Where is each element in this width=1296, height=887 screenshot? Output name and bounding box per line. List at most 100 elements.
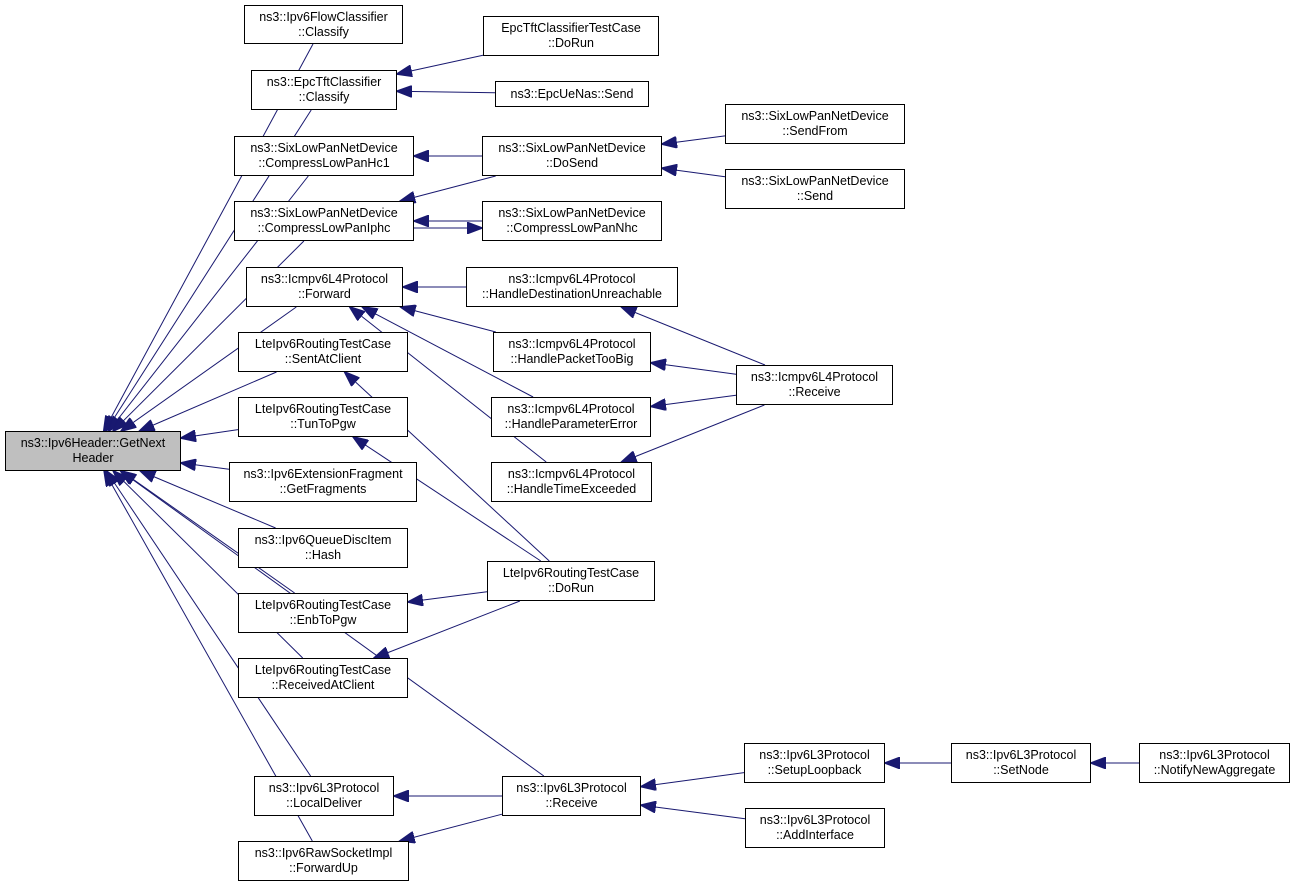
edge-sixlowpan_send-to-sixlowpan_dosend	[662, 168, 726, 178]
node-icmpv6l4protocol-handletimeexceeded[interactable]: ns3::Icmpv6L4Protocol ::HandleTimeExceed…	[491, 462, 652, 502]
node-label-line-2: ::DoRun	[548, 581, 594, 595]
node-icmpv6l4protocol-handledestinationunreachable[interactable]: ns3::Icmpv6L4Protocol ::HandleDestinatio…	[466, 267, 678, 307]
node-sixlowpan-compresslowpannhc[interactable]: ns3::SixLowPanNetDevice ::CompressLowPan…	[482, 201, 662, 241]
node-sixlowpan-sendfrom[interactable]: ns3::SixLowPanNetDevice ::SendFrom	[725, 104, 905, 144]
node-lteipv6routingtestcase-dorun[interactable]: LteIpv6RoutingTestCase ::DoRun	[487, 561, 655, 601]
node-label-line-1: ns3::Ipv6L3Protocol	[759, 813, 871, 827]
node-lteipv6routing-tuntopgw[interactable]: LteIpv6RoutingTestCase ::TunToPgw	[238, 397, 408, 437]
node-label-line-1: ns3::SixLowPanNetDevice	[741, 174, 889, 188]
node-label-line-1: ns3::EpcUeNas::Send	[510, 86, 634, 101]
node-sixlowpan-dosend[interactable]: ns3::SixLowPanNetDevice ::DoSend	[482, 136, 662, 176]
node-label-line-2: ::HandleTimeExceeded	[506, 482, 637, 496]
node-label-line-2: ::EnbToPgw	[289, 613, 357, 627]
node-label-line-2: ::AddInterface	[776, 828, 854, 842]
node-label-line-1: ns3::Ipv6L3Protocol	[268, 781, 380, 795]
node-ipv6l3protocol-setuploopback[interactable]: ns3::Ipv6L3Protocol ::SetupLoopback	[744, 743, 885, 783]
node-label-line-2: ::HandlePacketTooBig	[510, 352, 634, 366]
node-label-line-2: ::ReceivedAtClient	[271, 678, 375, 692]
node-label-line-2: ::Hash	[304, 548, 342, 562]
node-label-line-1: ns3::Icmpv6L4Protocol	[507, 402, 635, 416]
node-label-line-1: ns3::Ipv6L3Protocol	[759, 748, 870, 762]
node-label-line-2: ::CompressLowPanNhc	[506, 221, 638, 235]
node-label-line-1: ns3::Icmpv6L4Protocol	[750, 370, 879, 384]
node-ipv6rawsocketimpl-forwardup[interactable]: ns3::Ipv6RawSocketImpl ::ForwardUp	[238, 841, 409, 881]
node-label-line-1: ns3::Icmpv6L4Protocol	[508, 337, 636, 351]
node-sixlowpan-compresslowpanhc1[interactable]: ns3::SixLowPanNetDevice ::CompressLowPan…	[234, 136, 414, 176]
node-label-line-1: ns3::SixLowPanNetDevice	[741, 109, 889, 123]
node-label-line-2: ::ForwardUp	[289, 861, 358, 875]
edge-lte_dorun-to-lte_tuntopgw	[353, 437, 542, 562]
node-icmpv6l4protocol-forward[interactable]: ns3::Icmpv6L4Protocol ::Forward	[246, 267, 403, 307]
edge-l3_addinterface-to-l3_receive	[641, 805, 746, 820]
node-lteipv6routing-enbtopgw[interactable]: LteIpv6RoutingTestCase ::EnbToPgw	[238, 593, 408, 633]
node-label-line-1: EpcTftClassifierTestCase	[501, 21, 641, 35]
node-label-line-1: LteIpv6RoutingTestCase	[254, 663, 392, 677]
node-label-line-1: LteIpv6RoutingTestCase	[254, 598, 392, 612]
node-sixlowpan-send[interactable]: ns3::SixLowPanNetDevice ::Send	[725, 169, 905, 209]
node-label-line-2: ::LocalDeliver	[286, 796, 362, 810]
node-label-line-2: ::Receive	[545, 796, 598, 810]
edge-icmp_handle_paramerror-to-icmp_forward	[362, 307, 534, 398]
node-label-line-2: ::HandleDestinationUnreachable	[482, 287, 662, 301]
node-sixlowpan-compresslowpaniphc[interactable]: ns3::SixLowPanNetDevice ::CompressLowPan…	[234, 201, 414, 241]
node-label-line-1: ns3::EpcTftClassifier	[266, 75, 382, 89]
node-ipv6l3protocol-localdeliver[interactable]: ns3::Ipv6L3Protocol ::LocalDeliver	[254, 776, 394, 816]
node-label-line-1: LteIpv6RoutingTestCase	[502, 566, 640, 580]
node-label-line-2: ::Forward	[298, 287, 351, 301]
node-label-line-1: ns3::SixLowPanNetDevice	[498, 206, 646, 220]
node-label-line-2: ::Send	[796, 189, 834, 203]
node-label-line-2: ::SentAtClient	[284, 352, 362, 366]
node-label-line-1: ns3::Ipv6QueueDiscItem	[254, 533, 392, 547]
node-ipv6l3protocol-notifynewaggregate[interactable]: ns3::Ipv6L3Protocol ::NotifyNewAggregate	[1139, 743, 1290, 783]
node-epcuenas-send[interactable]: ns3::EpcUeNas::Send	[495, 81, 649, 107]
node-ipv6queuediscitem-hash[interactable]: ns3::Ipv6QueueDiscItem ::Hash	[238, 528, 408, 568]
node-icmpv6l4protocol-handlepackettoobig[interactable]: ns3::Icmpv6L4Protocol ::HandlePacketTooB…	[493, 332, 651, 372]
node-label-line-1: ns3::Icmpv6L4Protocol	[260, 272, 389, 286]
edge-l3_receive-to-rawsocket_forwardup	[400, 813, 503, 841]
edge-layer	[104, 43, 1139, 841]
edge-epcuenas_send-to-epctft_classify	[397, 91, 496, 93]
node-ipv6l3protocol-setnode[interactable]: ns3::Ipv6L3Protocol ::SetNode	[951, 743, 1091, 783]
node-label-line-2: ::SendFrom	[782, 124, 848, 138]
node-ipv6l3protocol-addinterface[interactable]: ns3::Ipv6L3Protocol ::AddInterface	[745, 808, 885, 848]
node-epctftclassifier-classify[interactable]: ns3::EpcTftClassifier ::Classify	[251, 70, 397, 110]
node-label-line-1: ns3::Ipv6L3Protocol	[1159, 748, 1270, 762]
edge-lte_dorun-to-lte_receivedatclient	[374, 600, 521, 658]
node-label-line-2: ::HandleParameterError	[504, 417, 638, 431]
node-label-line-2: ::DoRun	[548, 36, 594, 50]
edge-epctft_test_dorun-to-epctft_classify	[397, 54, 484, 74]
node-ipv6l3protocol-receive[interactable]: ns3::Ipv6L3Protocol ::Receive	[502, 776, 641, 816]
node-label-line-1: ns3::Icmpv6L4Protocol	[507, 467, 636, 481]
node-label-line-2: ::Receive	[788, 385, 841, 399]
node-label-line-1: ns3::Ipv6L3Protocol	[516, 781, 627, 795]
node-lteipv6routing-sentatclient[interactable]: LteIpv6RoutingTestCase ::SentAtClient	[238, 332, 408, 372]
node-label-line-1: ns3::SixLowPanNetDevice	[250, 206, 398, 220]
node-ipv6extensionfragment-getfragments[interactable]: ns3::Ipv6ExtensionFragment ::GetFragment…	[229, 462, 417, 502]
edge-queuedisc_hash-to-getnextheader	[140, 471, 276, 529]
edge-icmp_handle_timeexceeded-to-icmp_forward	[350, 307, 547, 463]
node-label-line-1: LteIpv6RoutingTestCase	[254, 337, 392, 351]
node-label-line-2: ::NotifyNewAggregate	[1153, 763, 1276, 777]
node-label-line-1: ns3::Ipv6FlowClassifier	[259, 9, 388, 24]
node-icmpv6l4protocol-receive[interactable]: ns3::Icmpv6L4Protocol ::Receive	[736, 365, 893, 405]
node-label-line-2: ::SetNode	[993, 763, 1049, 777]
edge-lte_enbtopgw-to-getnextheader	[121, 471, 295, 594]
edge-icmp_receive-to-icmp_handle_toobig	[651, 363, 737, 375]
node-label-line-2: ::TunToPgw	[290, 417, 356, 431]
node-label-line-1: LteIpv6RoutingTestCase	[254, 402, 392, 416]
node-icmpv6l4protocol-handleparametererror[interactable]: ns3::Icmpv6L4Protocol ::HandleParameterE…	[491, 397, 651, 437]
node-label-line-2: ::Classify	[298, 90, 350, 104]
node-lteipv6routing-receivedatclient[interactable]: LteIpv6RoutingTestCase ::ReceivedAtClien…	[238, 658, 408, 698]
edge-sixlowpan_sendfrom-to-sixlowpan_dosend	[662, 135, 726, 144]
edge-icmp_handle_toobig-to-icmp_forward	[401, 307, 496, 333]
node-label-line-2: ::DoSend	[545, 156, 599, 170]
node-label-line-1: ns3::Ipv6L3Protocol	[965, 748, 1077, 762]
edge-lte_sentatclient-to-getnextheader	[140, 371, 277, 431]
edge-l3_localdeliver-to-getnextheader	[106, 471, 312, 777]
node-ipv6header-getnextheader: ns3::Ipv6Header::GetNext Header	[5, 431, 181, 471]
node-epctftclassifiertestcase-dorun[interactable]: EpcTftClassifierTestCase ::DoRun	[483, 16, 659, 56]
edge-lte_tuntopgw-to-getnextheader	[181, 429, 239, 438]
node-label-line-1: ns3::Ipv6Header::GetNext	[20, 436, 166, 450]
edge-icmp_receive-to-icmp_handle_paramerror	[651, 394, 737, 406]
node-ipv6flowclassifier-classify[interactable]: ns3::Ipv6FlowClassifier ::Classify	[244, 5, 403, 44]
